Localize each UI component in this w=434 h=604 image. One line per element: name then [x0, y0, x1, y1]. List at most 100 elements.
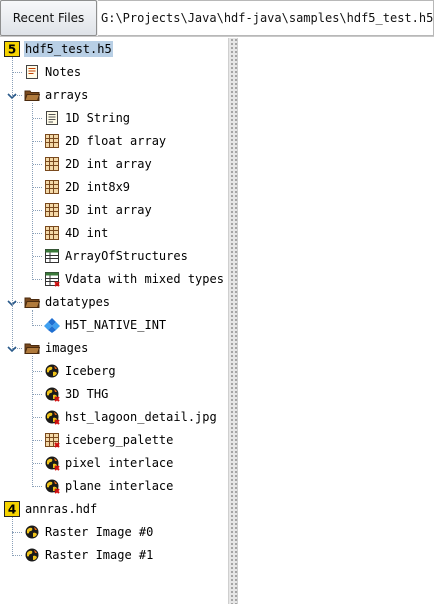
tree-node-label: Raster Image #1: [45, 548, 154, 562]
tree-connector-horizontal: [33, 279, 42, 280]
tree-node-label: 3D THG: [65, 387, 109, 401]
tree-node-leaf[interactable]: plane interlace: [44, 476, 174, 496]
tree-connector-horizontal: [12, 72, 22, 73]
tree-node-label: 3D int array: [65, 203, 152, 217]
image-globe-attr-icon: [45, 410, 60, 425]
tree-node-leaf[interactable]: Vdata with mixed types: [44, 269, 225, 289]
tree-connector-horizontal: [33, 417, 42, 418]
tree-node-leaf[interactable]: 2D int8x9: [44, 177, 131, 197]
folder-open-icon: [24, 90, 40, 101]
tree-connector-vertical: [32, 103, 33, 280]
tree-node-label: H5T_NATIVE_INT: [65, 318, 167, 332]
tree-connector-horizontal: [33, 394, 42, 395]
table-dataset-icon: [45, 157, 59, 171]
tree-connector-vertical: [32, 310, 33, 326]
folder-open-icon: [24, 297, 40, 308]
tree-connector-horizontal: [33, 141, 42, 142]
notes-icon: [26, 65, 38, 79]
tree-connector-horizontal: [12, 532, 22, 533]
tree-node[interactable]: datatypes: [24, 292, 111, 312]
tree-connector-horizontal: [12, 95, 22, 96]
image-globe-icon: [45, 364, 59, 378]
tree-connector-horizontal: [33, 164, 42, 165]
recent-files-button[interactable]: Recent Files: [0, 0, 97, 36]
tree-node-leaf[interactable]: 1D String: [44, 108, 131, 128]
tree-node-label: 2D int array: [65, 157, 152, 171]
tree-connector-horizontal: [33, 256, 42, 257]
image-globe-attr-icon: [45, 479, 60, 494]
split-pane-divider[interactable]: [228, 38, 238, 604]
tree-node-label: 2D int8x9: [65, 180, 131, 194]
tree-connector-horizontal: [33, 325, 42, 326]
tree-connector-horizontal: [12, 302, 22, 303]
image-globe-icon: [25, 525, 39, 539]
svg-text:5: 5: [8, 43, 16, 57]
svg-text:4: 4: [8, 503, 16, 517]
tree-node-leaf[interactable]: H5T_NATIVE_INT: [44, 315, 167, 335]
compound-dataset-icon: [45, 249, 59, 263]
image-globe-attr-icon: [45, 387, 60, 402]
image-globe-attr-icon: [45, 456, 60, 471]
tree-node-leaf[interactable]: 3D THG: [44, 384, 109, 404]
tree-node-leaf[interactable]: 2D int array: [44, 154, 153, 174]
hdf4-file-icon: 4: [4, 501, 20, 517]
tree-node-label: annras.hdf: [25, 502, 98, 516]
tree-node-label: arrays: [45, 88, 89, 102]
hdf5-file-icon: 5: [4, 41, 20, 57]
tree-node-label: iceberg_palette: [65, 433, 174, 447]
tree-node-label: ArrayOfStructures: [65, 249, 188, 263]
collapse-toggle-icon[interactable]: [7, 343, 17, 353]
datatype-icon: [44, 318, 60, 333]
tree-node-leaf[interactable]: 4D int: [44, 223, 109, 243]
tree-node-file[interactable]: 4 annras.hdf: [4, 499, 98, 519]
content-pane: [238, 38, 434, 604]
table-dataset-icon: [45, 180, 59, 194]
palette-dataset-icon: [45, 433, 60, 448]
tree-node-leaf[interactable]: ArrayOfStructures: [44, 246, 189, 266]
tree-node-label: Iceberg: [65, 364, 116, 378]
image-globe-icon: [25, 548, 39, 562]
tree-connector-horizontal: [33, 463, 42, 464]
tree-node[interactable]: Raster Image #1: [24, 545, 154, 565]
table-dataset-icon: [45, 134, 59, 148]
tree-node[interactable]: Notes: [24, 62, 82, 82]
tree-connector-horizontal: [33, 486, 42, 487]
tree-node-label: 2D float array: [65, 134, 167, 148]
tree-node-label: plane interlace: [65, 479, 174, 493]
file-path-field[interactable]: G:\Projects\Java\hdf-java\samples\hdf5_t…: [98, 0, 434, 36]
tree-connector-horizontal: [33, 440, 42, 441]
tree-node-label: pixel interlace: [65, 456, 174, 470]
tree-node-leaf[interactable]: iceberg_palette: [44, 430, 174, 450]
folder-open-icon: [24, 343, 40, 354]
table-dataset-icon: [45, 226, 59, 240]
tree-node-leaf[interactable]: hst_lagoon_detail.jpg: [44, 407, 218, 427]
tree-node-leaf[interactable]: Iceberg: [44, 361, 117, 381]
tree-connector-horizontal: [12, 555, 22, 556]
tree-connector-vertical: [32, 356, 33, 487]
tree-node-label: hdf5_test.h5: [24, 41, 113, 57]
tree-node-label: Notes: [45, 65, 82, 79]
tree-node-leaf[interactable]: 3D int array: [44, 200, 153, 220]
tree-node-leaf[interactable]: 2D float array: [44, 131, 167, 151]
tree-connector-horizontal: [33, 118, 42, 119]
tree-node[interactable]: images: [24, 338, 89, 358]
tree-connector-vertical: [12, 57, 13, 349]
tree-connector-horizontal: [33, 187, 42, 188]
tree-node-label: datatypes: [45, 295, 111, 309]
tree-connector-horizontal: [12, 348, 22, 349]
tree-node-label: Vdata with mixed types: [65, 272, 224, 286]
tree-node[interactable]: Raster Image #0: [24, 522, 154, 542]
tree-node-label: 4D int: [65, 226, 109, 240]
text-dataset-icon: [46, 111, 58, 125]
tree-connector-vertical: [12, 517, 13, 556]
tree-node-label: hst_lagoon_detail.jpg: [65, 410, 217, 424]
tree-connector-horizontal: [33, 371, 42, 372]
tree-node-label: images: [45, 341, 89, 355]
tree-node-leaf[interactable]: pixel interlace: [44, 453, 174, 473]
tree-connector-horizontal: [33, 210, 42, 211]
tree-node-file[interactable]: 5 hdf5_test.h5: [4, 39, 113, 59]
tree-node-label: 1D String: [65, 111, 131, 125]
toolbar: Recent Files G:\Projects\Java\hdf-java\s…: [0, 0, 434, 37]
tree-node[interactable]: arrays: [24, 85, 89, 105]
